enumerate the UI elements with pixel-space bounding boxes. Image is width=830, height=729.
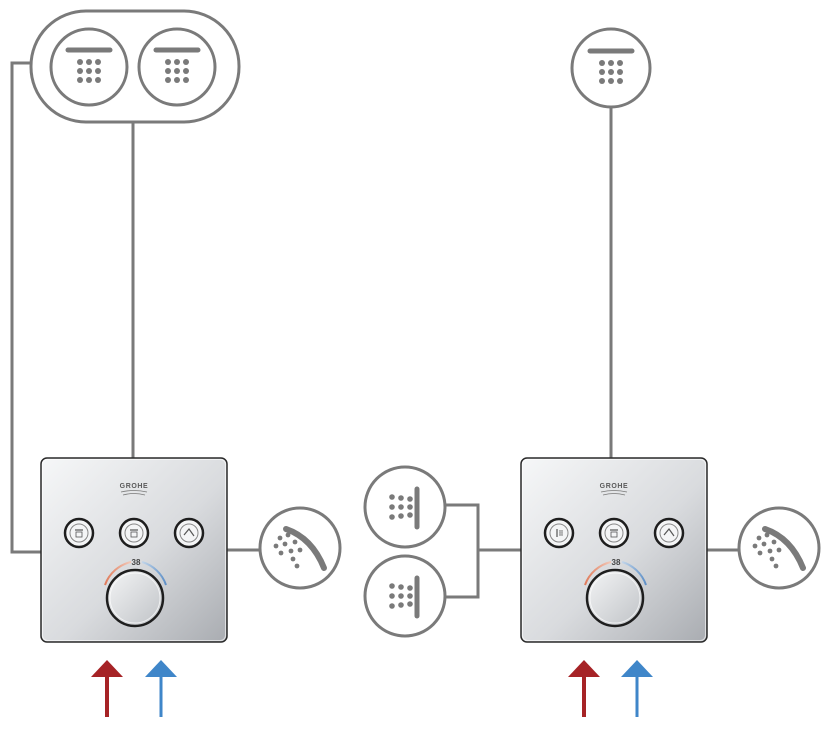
thermostat-panel-right: GROHE xyxy=(520,457,708,643)
overhead-shower-icon xyxy=(130,529,138,538)
hand-shower-icon xyxy=(663,528,675,537)
cold-water-inlet-arrow xyxy=(145,660,177,717)
hand-shower-outlet[interactable] xyxy=(737,506,821,590)
function-button-1[interactable] xyxy=(63,517,95,549)
function-button-3[interactable] xyxy=(653,517,685,549)
temperature-knob[interactable] xyxy=(585,568,645,628)
pipe-bodyjets-manifold xyxy=(446,503,480,599)
function-button-2[interactable] xyxy=(598,517,630,549)
hot-water-inlet-arrow xyxy=(568,660,600,717)
overhead-shower-outlet[interactable] xyxy=(570,27,652,109)
cold-scale-arc xyxy=(141,561,167,586)
brand-logo: GROHE xyxy=(600,483,629,490)
function-button-3[interactable] xyxy=(173,517,205,549)
body-jet-icon xyxy=(556,529,563,537)
pipe-left-loop xyxy=(10,61,41,554)
hand-shower-icon xyxy=(183,528,195,537)
temperature-mark: 38 xyxy=(132,558,141,567)
hot-water-inlet-arrow xyxy=(91,660,123,717)
function-button-1[interactable] xyxy=(543,517,575,549)
hot-scale-arc xyxy=(584,561,612,586)
overhead-shower-icon xyxy=(75,529,83,538)
function-button-2[interactable] xyxy=(118,517,150,549)
left-configuration: GROHE xyxy=(10,9,342,717)
temperature-knob[interactable] xyxy=(105,568,165,628)
overhead-shower-outlet-1[interactable] xyxy=(49,27,129,107)
right-configuration: GROHE xyxy=(363,27,821,717)
hand-shower-outlet[interactable] xyxy=(258,506,342,590)
cold-scale-arc xyxy=(621,561,647,586)
thermostat-panel-left: GROHE xyxy=(40,457,228,643)
brand-logo: GROHE xyxy=(120,483,149,490)
hot-scale-arc xyxy=(104,561,132,586)
body-jet-outlet-2[interactable] xyxy=(363,554,447,638)
body-jet-outlet-1[interactable] xyxy=(363,465,447,549)
temperature-mark: 38 xyxy=(612,558,621,567)
overhead-shower-outlet-2[interactable] xyxy=(137,27,217,107)
overhead-shower-icon xyxy=(610,529,618,538)
cold-water-inlet-arrow xyxy=(621,660,653,717)
